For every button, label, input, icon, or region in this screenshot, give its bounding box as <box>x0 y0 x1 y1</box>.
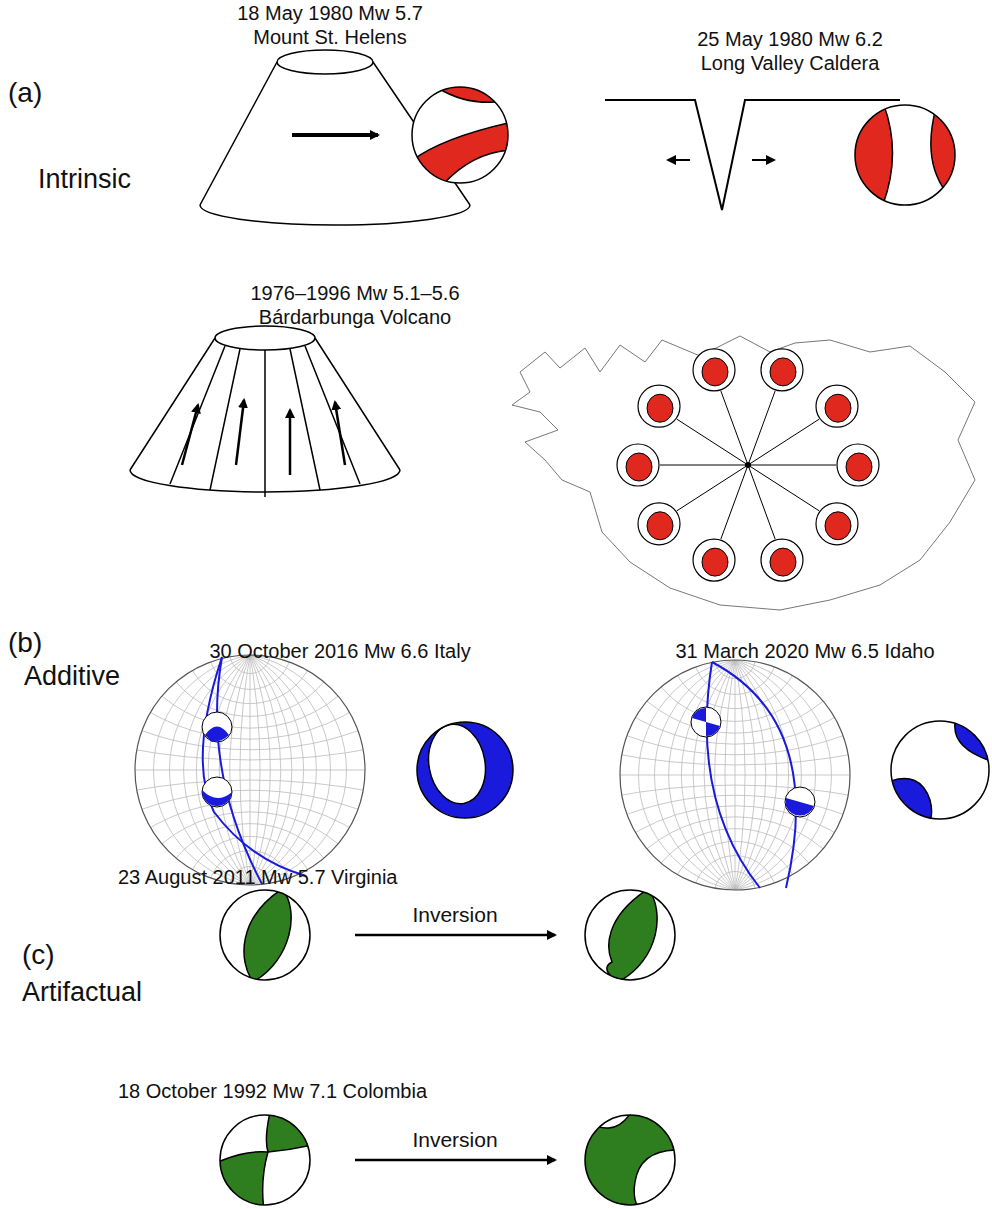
leader-line <box>677 419 748 465</box>
small-beach-ball <box>837 444 879 486</box>
event-date: 1976–1996 Mw 5.1–5.6 <box>250 282 459 304</box>
ball-fill <box>702 548 728 576</box>
grid-line <box>419 795 992 1209</box>
grid-line <box>83 0 992 765</box>
arrow-label: Inversion <box>412 903 497 926</box>
arrow-label: Inversion <box>412 1128 497 1151</box>
leader-line <box>748 465 819 511</box>
event-name: Mount St. Helens <box>253 26 406 48</box>
small-beach-ball <box>693 349 735 391</box>
ball-fill <box>825 512 851 540</box>
panel-title: Intrinsic <box>38 165 131 195</box>
ball-fill <box>702 358 728 386</box>
panel-letter: (c) <box>22 940 55 971</box>
small-beach-ball <box>816 385 858 427</box>
ball-fill <box>626 453 652 481</box>
beach-ball <box>585 889 675 982</box>
event-title: 31 March 2020 Mw 6.5 Idaho <box>675 640 934 662</box>
beach-ball <box>410 80 512 190</box>
caldera-cone <box>130 326 400 497</box>
event-date: 18 May 1980 Mw 5.7 <box>237 2 423 24</box>
ball-fill <box>647 512 673 540</box>
ball-fill <box>647 394 673 422</box>
leader-line <box>721 465 748 539</box>
beach-ball <box>850 100 962 212</box>
lateral-arrow <box>292 133 378 137</box>
grid-line <box>0 780 902 1209</box>
ball-fill <box>825 394 851 422</box>
ball-fill <box>770 548 796 576</box>
beach-ball <box>220 889 310 982</box>
leader-line <box>660 465 748 466</box>
grid-line <box>0 118 566 750</box>
small-beach-ball <box>638 385 680 427</box>
grid-line <box>419 123 992 755</box>
panel-letter: (a) <box>8 78 42 109</box>
fault-plane <box>203 657 796 888</box>
leader-line <box>748 465 775 539</box>
event-name: Long Valley Caldera <box>701 52 880 74</box>
beach-ball-ring <box>617 349 879 581</box>
iceland-map <box>512 336 975 610</box>
ball-fill <box>770 358 796 386</box>
event-title: 23 August 2011 Mw 5.7 Virginia <box>118 866 397 888</box>
grid-line <box>83 785 992 1209</box>
leader-line <box>748 391 775 465</box>
ball-fill <box>846 453 872 481</box>
leader-line <box>748 465 836 466</box>
panel-title: Artifactual <box>22 978 142 1008</box>
event-date: 25 May 1980 Mw 6.2 <box>697 28 883 50</box>
leader-line <box>677 465 748 511</box>
event-title: 30 October 2016 Mw 6.6 Italy <box>209 640 470 662</box>
grid-line <box>135 770 365 771</box>
small-beach-ball <box>638 503 680 545</box>
panel-letter: (b) <box>8 628 42 659</box>
panel-title: Additive <box>24 662 120 692</box>
leader-line <box>721 391 748 465</box>
grid-line <box>620 775 850 776</box>
beach-ball <box>215 1110 312 1209</box>
event-name: Bárdarbunga Volcano <box>259 306 451 328</box>
small-beach-ball <box>816 503 858 545</box>
small-beach-ball <box>761 539 803 581</box>
small-beach-ball <box>693 539 735 581</box>
beach-ball <box>417 720 513 818</box>
grid-line <box>0 790 566 1209</box>
small-beach-ball <box>617 444 659 486</box>
small-beach-ball <box>202 707 815 817</box>
epicenter-dot <box>745 462 751 468</box>
beach-ball <box>880 710 992 826</box>
grid-line <box>0 113 745 1209</box>
event-title: 18 October 1992 Mw 7.1 Colombia <box>118 1080 427 1102</box>
small-beach-ball <box>761 349 803 391</box>
leader-line <box>748 419 819 465</box>
beach-ball <box>582 1110 680 1209</box>
